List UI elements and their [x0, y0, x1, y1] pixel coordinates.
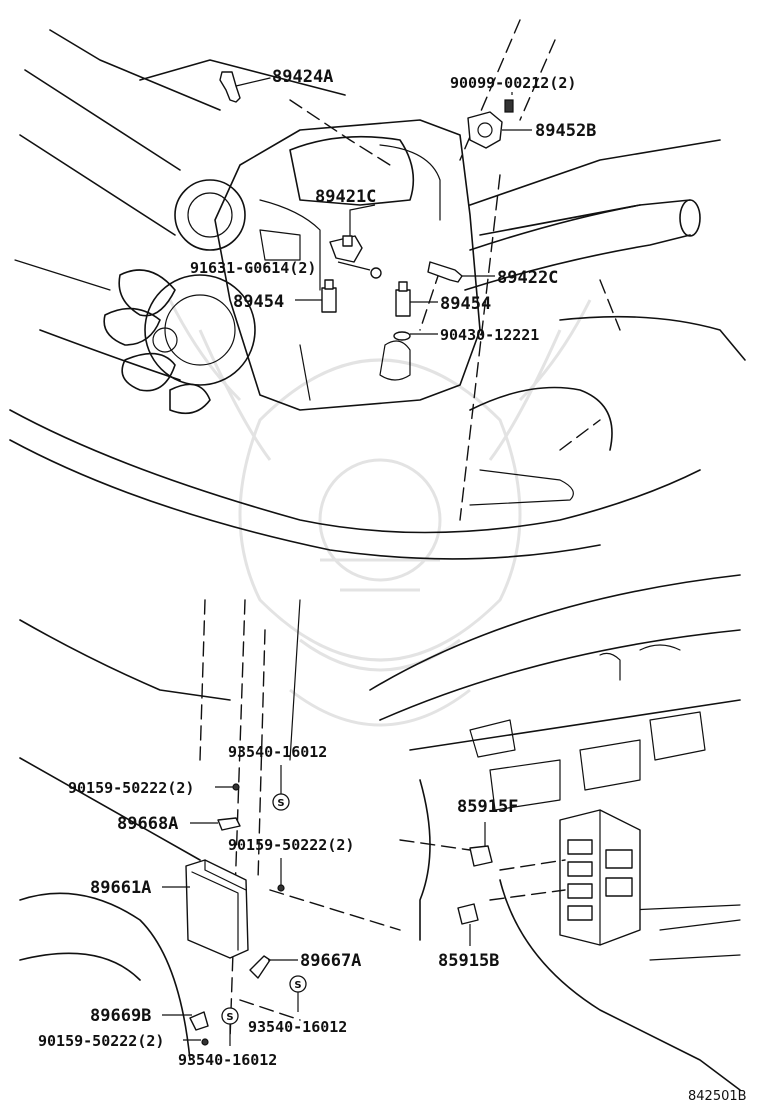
part-90159-bolt-top[interactable] [215, 783, 240, 791]
part-89422C-sensor[interactable] [427, 261, 495, 283]
part-labels: 89424A 90099-00212(2) 89452B 89421C 9163… [38, 67, 747, 1104]
part-89669B-bracket[interactable] [162, 1011, 209, 1031]
label-93540-16012-bot[interactable]: 93540-16012 [178, 1051, 277, 1069]
part-90430-gasket[interactable] [393, 331, 438, 341]
label-90159-50222-mid[interactable]: 90159-50222(2) [228, 836, 354, 854]
figure-code: 842501B [688, 1089, 747, 1104]
cabin-illustration [19, 574, 741, 1091]
engine-bay-illustration [9, 19, 746, 560]
part-89661A-ecu[interactable] [162, 859, 249, 959]
label-89668A[interactable]: 89668A [117, 814, 178, 834]
label-89669B[interactable]: 89669B [90, 1006, 151, 1026]
label-85915F[interactable]: 85915F [457, 797, 518, 817]
label-93540-16012-mid[interactable]: 93540-16012 [248, 1018, 347, 1036]
part-89454-sensor-left[interactable] [295, 279, 337, 313]
s-marker: S [294, 980, 301, 991]
label-89452B[interactable]: 89452B [535, 121, 596, 141]
s-marker: S [277, 798, 284, 809]
part-93540-clip-bot[interactable]: S [221, 1007, 239, 1046]
label-90099-00212[interactable]: 90099-00212(2) [450, 74, 576, 92]
label-91631-G0614[interactable]: 91631-G0614(2) [190, 259, 316, 277]
part-90159-bolt-mid[interactable] [277, 858, 285, 892]
label-89667A[interactable]: 89667A [300, 951, 361, 971]
part-91631-bolt[interactable] [337, 261, 382, 279]
label-89422C[interactable]: 89422C [497, 268, 558, 288]
label-90430-12221[interactable]: 90430-12221 [440, 326, 539, 344]
part-89424A-sensor[interactable] [219, 71, 271, 103]
part-85915F-relay[interactable] [469, 822, 493, 867]
part-89452B-sensor[interactable] [467, 111, 532, 149]
part-93540-clip-mid[interactable]: S [289, 975, 307, 1012]
samurai-helmet-icon [168, 299, 592, 727]
part-89667A-bracket[interactable] [249, 955, 298, 979]
label-85915B[interactable]: 85915B [438, 951, 499, 971]
part-90159-bolt-bot[interactable] [183, 1038, 209, 1046]
part-89668A-bracket[interactable] [190, 817, 241, 831]
part-93540-clip-top[interactable]: S [272, 765, 290, 811]
label-89454-left[interactable]: 89454 [233, 292, 284, 312]
part-85915B-relay[interactable] [457, 903, 479, 946]
label-90159-50222-bot[interactable]: 90159-50222(2) [38, 1032, 164, 1050]
label-89661A[interactable]: 89661A [90, 878, 151, 898]
part-89454-sensor-right[interactable] [395, 281, 438, 317]
label-93540-16012-top[interactable]: 93540-16012 [228, 743, 327, 761]
label-90159-50222-top[interactable]: 90159-50222(2) [68, 779, 194, 797]
part-89421C-sensor[interactable] [329, 204, 376, 263]
part-90099-bolt[interactable] [504, 92, 514, 113]
label-89421C[interactable]: 89421C [315, 187, 376, 207]
label-89454-right[interactable]: 89454 [440, 294, 491, 314]
cooling-fan-icon [103, 269, 211, 415]
label-89424A[interactable]: 89424A [272, 67, 333, 87]
s-marker: S [226, 1012, 233, 1023]
